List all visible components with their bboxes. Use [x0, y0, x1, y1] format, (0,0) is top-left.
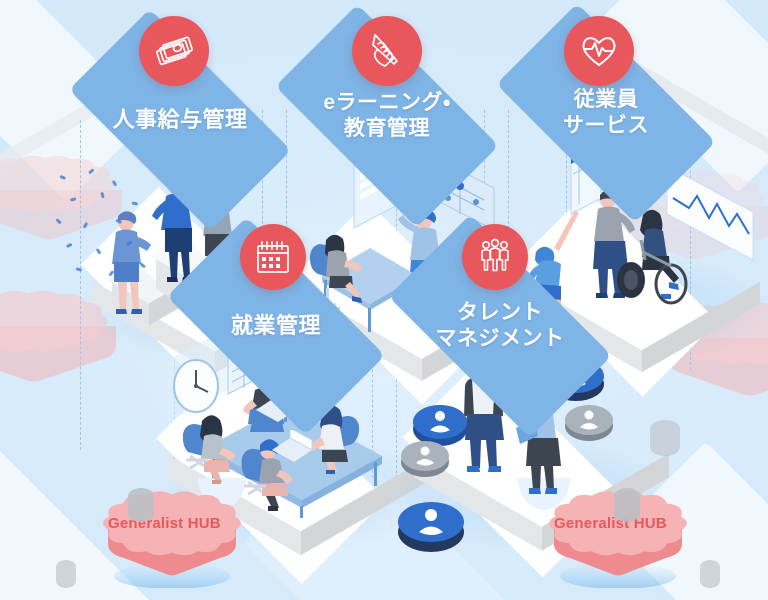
heart-pulse-icon — [582, 37, 616, 66]
pink-cloud-platform — [0, 136, 130, 248]
connector-line — [690, 120, 691, 370]
node-label-talent-management[interactable]: タレント マネジメント — [388, 214, 612, 438]
person-seated-figure — [182, 415, 236, 484]
hub-platform-right[interactable]: Generalist HUB — [538, 478, 698, 589]
wall-clock-icon — [173, 359, 219, 413]
node-label-text: eラーニング・ 教育管理 — [287, 50, 487, 182]
wheelchair-user-figure — [617, 209, 688, 305]
node-label-text: 従業員 サービス — [508, 48, 704, 178]
confetti-decoration — [56, 168, 146, 277]
label-line: タレント — [457, 301, 543, 325]
money-bills-icon — [156, 36, 193, 66]
pink-cloud-platform — [0, 268, 124, 388]
connector-line — [80, 120, 81, 450]
label-line: サービス — [563, 114, 649, 137]
node-label-employee-service[interactable]: 従業員 サービス — [496, 3, 716, 223]
group-of-people-icon — [481, 238, 509, 272]
avatar-token-icon — [401, 441, 449, 477]
hub-label: Generalist HUB — [554, 515, 667, 532]
hub-label: Generalist HUB — [108, 515, 221, 532]
label-line: 就業管理 — [230, 312, 321, 338]
calendar-icon — [257, 241, 289, 273]
hub-platform-left[interactable]: Generalist HUB — [92, 478, 252, 589]
node-label-text: 人事給与管理 — [80, 55, 280, 185]
pillar-decoration — [700, 560, 720, 588]
icon-badge-talent-management[interactable] — [462, 224, 528, 290]
hub-cloud-shape — [103, 491, 241, 589]
label-line: 教育管理 — [344, 117, 430, 140]
person-figure — [112, 211, 151, 314]
cloud-shape-icon — [0, 290, 116, 382]
hub-cloud-shape — [549, 491, 687, 589]
icon-badge-employee-service[interactable] — [564, 16, 634, 86]
label-line: マネジメント — [435, 327, 565, 350]
avatar-token-icon — [398, 502, 464, 552]
icon-badge-elearning[interactable] — [352, 16, 422, 86]
node-label-text: タレント マネジメント — [400, 260, 600, 392]
person-seated-figure — [241, 439, 293, 511]
pillar-decoration — [128, 488, 154, 522]
label-line: 人事給与管理 — [112, 106, 248, 132]
hand-holding-pen-icon — [372, 34, 398, 67]
pillar-decoration — [650, 420, 680, 456]
avatar-token-icon — [413, 405, 467, 446]
person-figure — [593, 189, 635, 298]
node-label-text: 就業管理 — [178, 262, 374, 390]
cloud-shape-icon — [0, 155, 122, 240]
label-line: 従業員 — [573, 88, 639, 112]
icon-badge-attendance[interactable] — [240, 224, 306, 290]
label-line: eラーニング・ — [323, 91, 451, 115]
pillar-decoration — [56, 560, 76, 588]
laptop-icon — [272, 430, 313, 462]
node-label-attendance[interactable]: 就業管理 — [166, 216, 386, 436]
node-label-hr-payroll[interactable]: 人事給与管理 — [68, 8, 292, 232]
node-label-elearning[interactable]: eラーニング・ 教育管理 — [275, 4, 499, 228]
icon-badge-hr-payroll[interactable] — [139, 16, 209, 86]
pillar-decoration — [614, 488, 640, 522]
avatar-token-icon — [565, 405, 613, 441]
